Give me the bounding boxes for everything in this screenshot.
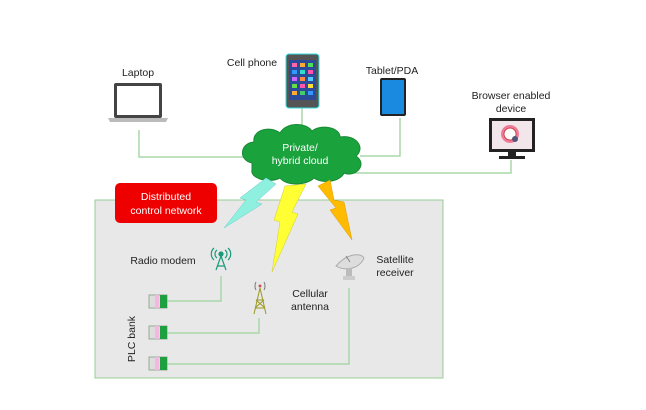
cloud-icon bbox=[242, 124, 362, 185]
cellular-label-line1: Cellular bbox=[292, 288, 328, 300]
plc-connectors bbox=[167, 276, 350, 365]
network-title-line2: control network bbox=[130, 205, 202, 217]
browser-device-icon bbox=[489, 118, 535, 159]
tablet-label: Tablet/PDA bbox=[366, 65, 419, 77]
cell-phone-icon bbox=[285, 53, 320, 109]
plc-unit bbox=[148, 356, 168, 371]
network-title-box bbox=[115, 183, 217, 223]
browser-connector bbox=[335, 160, 512, 174]
tablet-connector bbox=[360, 118, 401, 157]
control-network-panel bbox=[94, 199, 444, 379]
tablet-icon bbox=[380, 78, 406, 116]
satellite-label-line1: Satellite bbox=[376, 254, 414, 266]
plc-bank-label: PLC bank bbox=[126, 315, 138, 362]
plc-unit bbox=[148, 325, 168, 340]
cloud-label-line2: hybrid cloud bbox=[272, 155, 329, 167]
cloud-connectors bbox=[138, 107, 512, 174]
plc-unit bbox=[148, 294, 168, 309]
satellite-dish-icon bbox=[335, 254, 365, 280]
cellular-antenna-icon bbox=[253, 281, 267, 315]
cloud-label-line1: Private/ bbox=[282, 142, 318, 154]
laptop-label: Laptop bbox=[122, 67, 154, 79]
laptop-icon bbox=[108, 83, 168, 122]
browser-label-line1: Browser enabled bbox=[472, 90, 551, 102]
radio-modem-icon bbox=[210, 247, 232, 271]
browser-label-line2: device bbox=[496, 103, 527, 115]
lightning-bolt-cellular bbox=[271, 183, 307, 273]
lightning-bolt-radio bbox=[223, 177, 277, 229]
radio-modem-label: Radio modem bbox=[130, 255, 196, 267]
cell-phone-label: Cell phone bbox=[227, 57, 277, 69]
laptop-connector bbox=[138, 130, 250, 158]
lightning-bolt-satellite bbox=[317, 179, 353, 241]
satellite-label-line2: receiver bbox=[376, 267, 414, 279]
cellular-label-line2: antenna bbox=[291, 301, 329, 313]
network-title-line1: Distributed bbox=[141, 191, 191, 203]
